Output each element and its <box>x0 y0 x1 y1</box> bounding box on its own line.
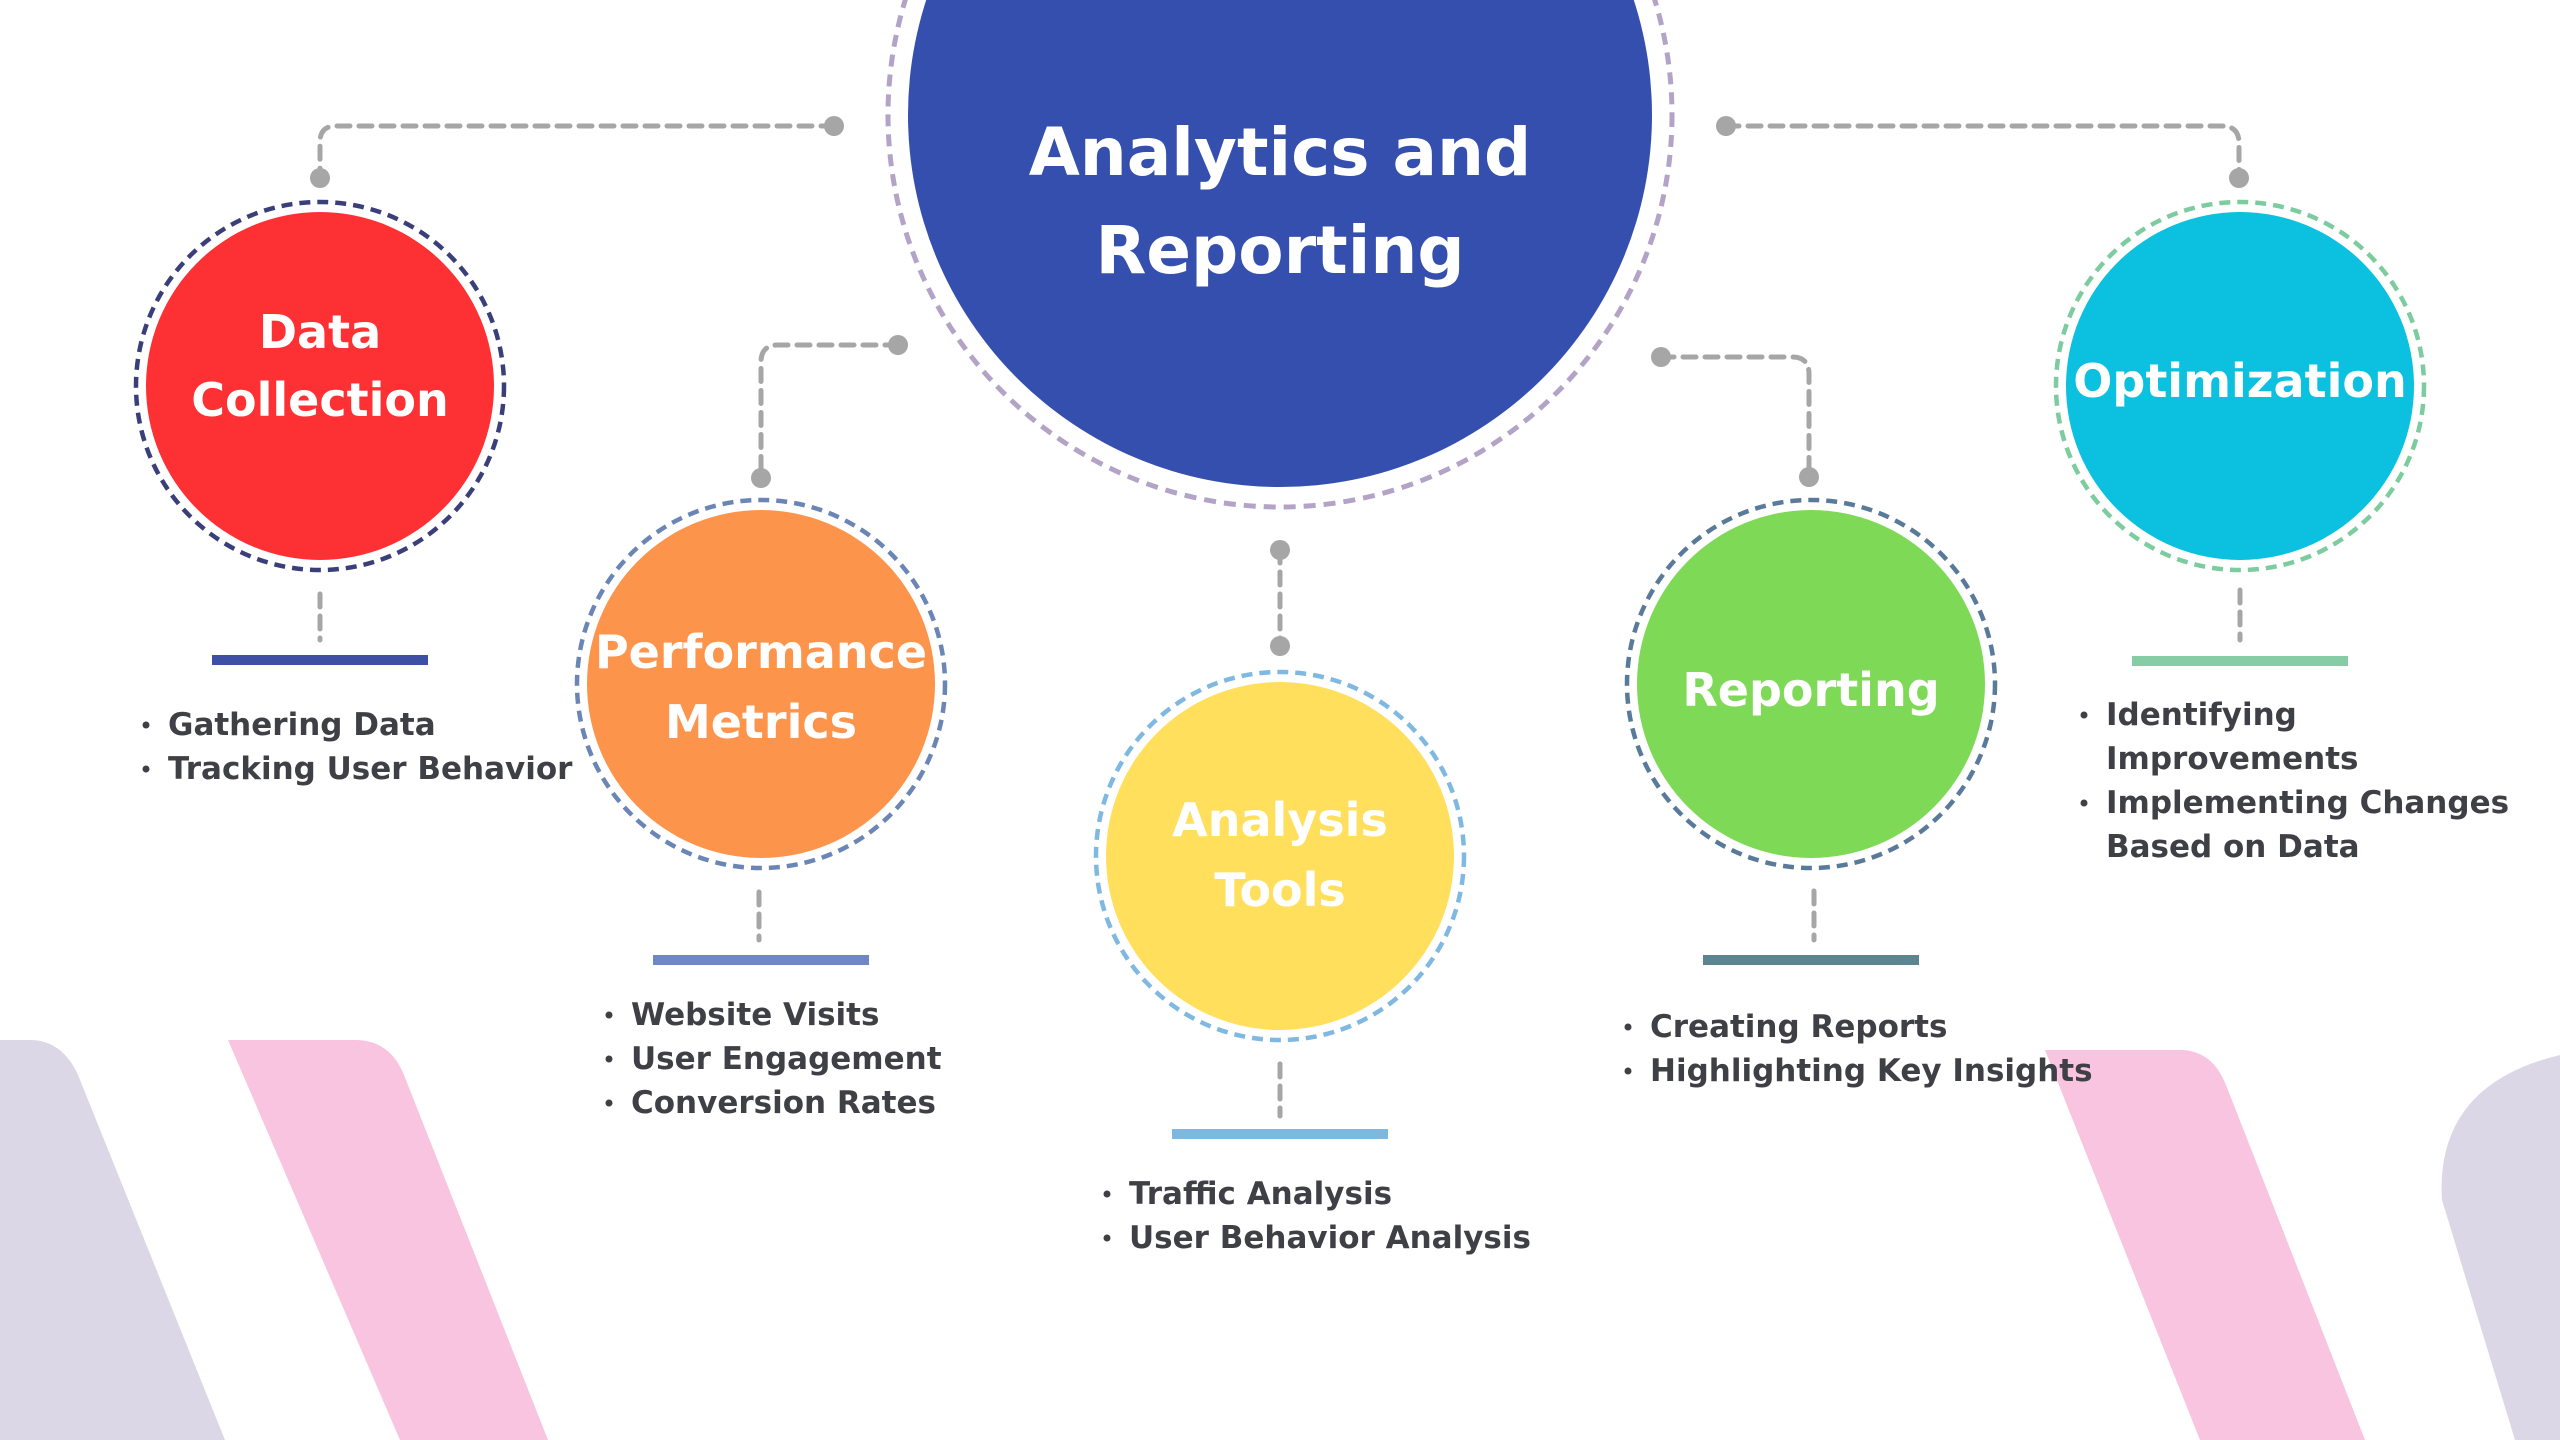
connector-dot <box>2229 168 2249 188</box>
analysis-tools-ring <box>1093 669 1467 1043</box>
analysis-tools-bullet-2-line-1: User Behavior Analysis <box>1129 1220 1531 1256</box>
decor-stripe-left-lavender <box>0 1040 225 1440</box>
data-collection-ring <box>133 199 507 573</box>
node-optimization: OptimizationIdentifyingImprovementsImple… <box>2053 199 2509 865</box>
connector-main-reporting <box>1658 354 1812 480</box>
reporting-bullet-dot <box>1624 1067 1632 1075</box>
optimization-bullet-dot <box>2080 799 2088 807</box>
connector-main-performance-metrics <box>758 342 901 481</box>
connector-dot <box>1270 636 1290 656</box>
performance-metrics-bullet-dot <box>605 1011 613 1019</box>
performance-metrics-bullet-dot <box>605 1099 613 1107</box>
reporting-ring <box>1624 497 1998 871</box>
performance-metrics-title-line-1: Performance <box>595 625 927 679</box>
connector-dot <box>1799 467 1819 487</box>
data-collection-underline-bar <box>212 655 428 665</box>
optimization-bullet-2-line-1: Implementing Changes <box>2106 785 2509 821</box>
connector-dot <box>1270 540 1290 560</box>
main-node: Analytics and Reporting <box>885 0 1675 510</box>
performance-metrics-underline-bar <box>653 955 869 965</box>
optimization-ring <box>2053 199 2427 573</box>
optimization-circle <box>2066 212 2414 560</box>
optimization-bullet-1-line-1: Identifying <box>2106 697 2297 733</box>
reporting-title-line-1: Reporting <box>1682 663 1939 717</box>
reporting-bullet-dot <box>1624 1023 1632 1031</box>
performance-metrics-ring <box>574 497 948 871</box>
data-collection-title-line-2: Collection <box>191 373 448 427</box>
main-title-line-2: Reporting <box>1095 212 1464 289</box>
performance-metrics-bullet-2-line-1: User Engagement <box>631 1041 942 1077</box>
reporting-bullet-2-line-1: Highlighting Key Insights <box>1650 1053 2093 1089</box>
connector-dot <box>824 116 844 136</box>
connector-dot <box>888 335 908 355</box>
optimization-bullet-1-line-2: Improvements <box>2106 741 2359 777</box>
analysis-tools-title-line-2: Tools <box>1214 863 1346 917</box>
data-collection-circle <box>146 212 494 560</box>
analysis-tools-bullet-dot <box>1103 1234 1111 1242</box>
analysis-tools-bullet-dot <box>1103 1190 1111 1198</box>
optimization-title-line-1: Optimization <box>2073 354 2406 408</box>
data-collection-bullet-dot <box>142 721 150 729</box>
decor-stripe-left-pink <box>228 1040 548 1440</box>
optimization-bullet-dot <box>2080 711 2088 719</box>
data-collection-bullet-2-line-1: Tracking User Behavior <box>168 751 573 787</box>
data-collection-bullet-1-line-1: Gathering Data <box>168 707 436 743</box>
connector-dot <box>310 168 330 188</box>
reporting-circle <box>1637 510 1985 858</box>
optimization-bullet-2-line-2: Based on Data <box>2106 829 2360 865</box>
performance-metrics-bullet-1-line-1: Website Visits <box>631 997 879 1033</box>
reporting-bullet-1-line-1: Creating Reports <box>1650 1009 1947 1045</box>
analysis-tools-circle <box>1106 682 1454 1030</box>
analysis-tools-bullet-1-line-1: Traffic Analysis <box>1129 1176 1392 1212</box>
performance-metrics-circle <box>587 510 935 858</box>
connector-dot <box>1716 116 1736 136</box>
performance-metrics-bullet-dot <box>605 1055 613 1063</box>
data-collection-bullet-dot <box>142 765 150 773</box>
analysis-tools-underline-bar <box>1172 1129 1388 1139</box>
main-node-circle <box>908 0 1652 487</box>
connector-dots <box>310 116 2249 656</box>
connector-dot <box>751 468 771 488</box>
main-title-line-1: Analytics and <box>1029 114 1532 191</box>
reporting-underline-bar <box>1703 955 1919 965</box>
connector-dot <box>1651 347 1671 367</box>
performance-metrics-title-line-2: Metrics <box>665 695 857 749</box>
connectors <box>317 123 2243 1119</box>
connector-main-data-collection <box>317 123 837 181</box>
background-decoration <box>0 1040 2560 1440</box>
connector-main-optimization <box>1723 123 2242 181</box>
decor-stripe-right-pink <box>2045 1050 2365 1440</box>
data-collection-title-line-1: Data <box>259 305 381 359</box>
analysis-tools-title-line-1: Analysis <box>1172 793 1388 847</box>
decor-shape-right-lavender <box>2441 1055 2560 1440</box>
performance-metrics-bullet-3-line-1: Conversion Rates <box>631 1085 936 1121</box>
main-node-ring <box>885 0 1675 510</box>
optimization-underline-bar <box>2132 656 2348 666</box>
